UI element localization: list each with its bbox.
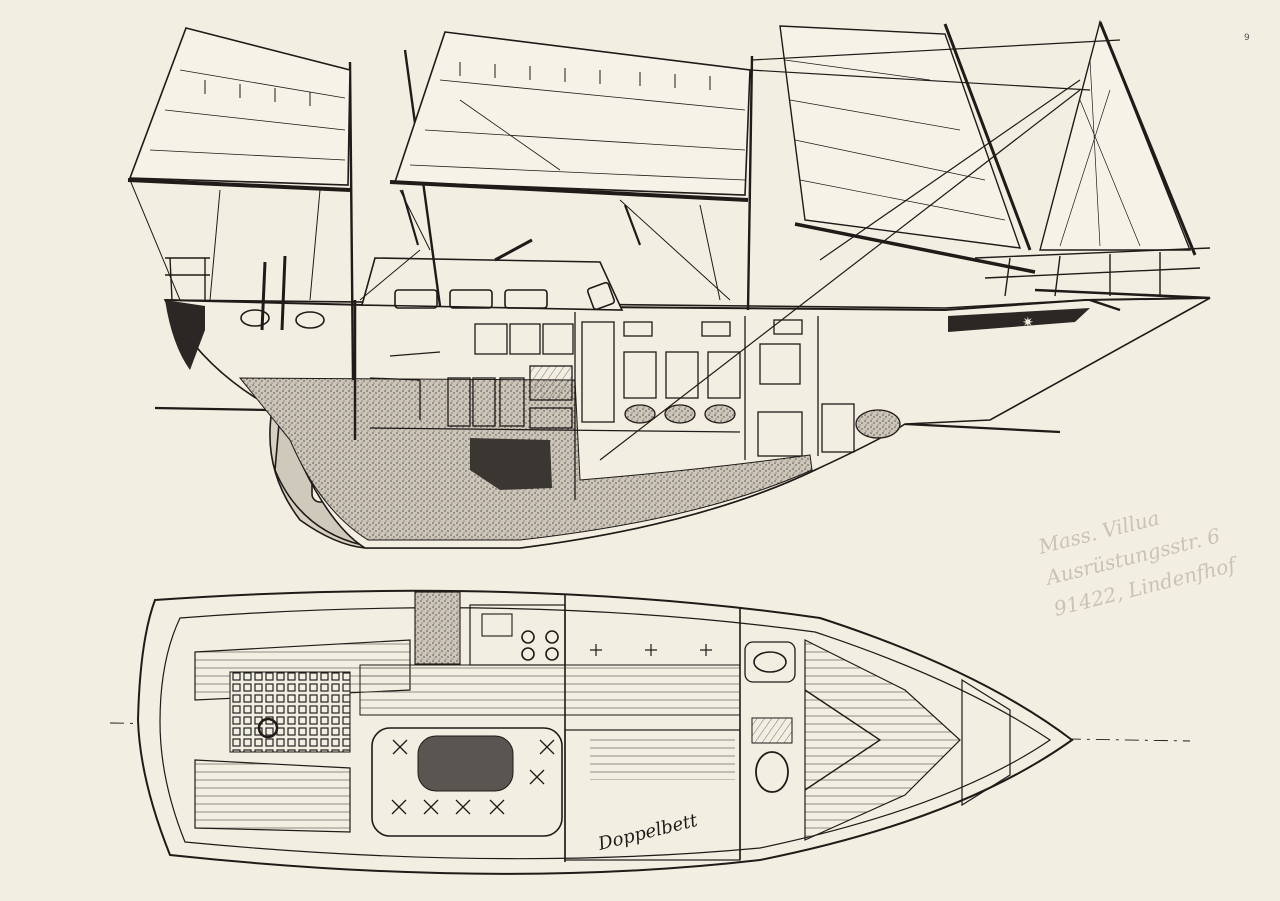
cockpit-seat-lower xyxy=(194,759,351,833)
deckhouse-window-1 xyxy=(394,289,438,309)
berth-planking xyxy=(590,735,735,780)
saloon-table xyxy=(371,727,563,837)
bowsprit xyxy=(1034,288,1211,312)
staysail-boom xyxy=(794,222,1036,274)
main-sail xyxy=(393,31,751,196)
deckhouse-window-4 xyxy=(586,281,616,311)
helm-pedestal xyxy=(257,717,279,739)
jib-stay xyxy=(1098,21,1197,256)
head-basin xyxy=(744,641,796,683)
deck-plan xyxy=(109,589,1191,875)
main-reef-points xyxy=(459,62,711,90)
deckhouse-window-3 xyxy=(504,289,548,309)
engine xyxy=(470,438,552,490)
side-profile: ✷ xyxy=(127,19,1211,549)
jib-panel-lines xyxy=(1059,59,1141,247)
staysail-panel-lines xyxy=(784,59,1006,221)
settee-cushions xyxy=(391,739,555,815)
porthole-aft-2 xyxy=(295,311,325,329)
mizzen-batten-lines xyxy=(149,69,346,161)
bow-pulpit xyxy=(974,247,1211,297)
main-boom xyxy=(389,180,749,202)
saloon-floor xyxy=(359,664,741,716)
mizzen-rigging xyxy=(129,179,321,301)
bow-star: ✷ xyxy=(1022,315,1034,331)
mizzen-reef-points xyxy=(204,80,311,106)
interior-joinery xyxy=(353,300,901,500)
toilet xyxy=(755,751,789,793)
galley-counter-marks xyxy=(590,644,712,656)
forestays xyxy=(599,39,1121,461)
v-berth xyxy=(804,639,961,841)
staysail-club xyxy=(943,23,1032,251)
main-rigging xyxy=(359,189,731,301)
plan-deck-edge xyxy=(159,607,1052,860)
waterline xyxy=(154,406,1061,434)
pencil-note: Mass. Villua Ausrüstungsstr. 6 91422, Li… xyxy=(1035,506,1241,621)
saloon-table-top xyxy=(417,735,514,792)
v-berth-center xyxy=(804,689,882,791)
main-batten-lines xyxy=(409,79,746,181)
stern-pulpit xyxy=(165,257,210,301)
chain-locker xyxy=(961,678,1011,807)
porthole-aft-1 xyxy=(240,309,270,327)
bow-band xyxy=(948,308,1090,332)
mizzen-sail xyxy=(128,27,351,186)
main-sheet-tackle xyxy=(400,189,642,246)
corner-mark: 9 xyxy=(1244,33,1250,43)
transom-band xyxy=(165,300,205,370)
deckhouse-window-2 xyxy=(449,289,493,309)
mizzen-boom xyxy=(127,178,351,192)
galley-locker xyxy=(414,591,461,665)
staysail xyxy=(779,25,1022,249)
deck-sheer xyxy=(164,297,1211,312)
cockpit-grating xyxy=(229,671,351,753)
